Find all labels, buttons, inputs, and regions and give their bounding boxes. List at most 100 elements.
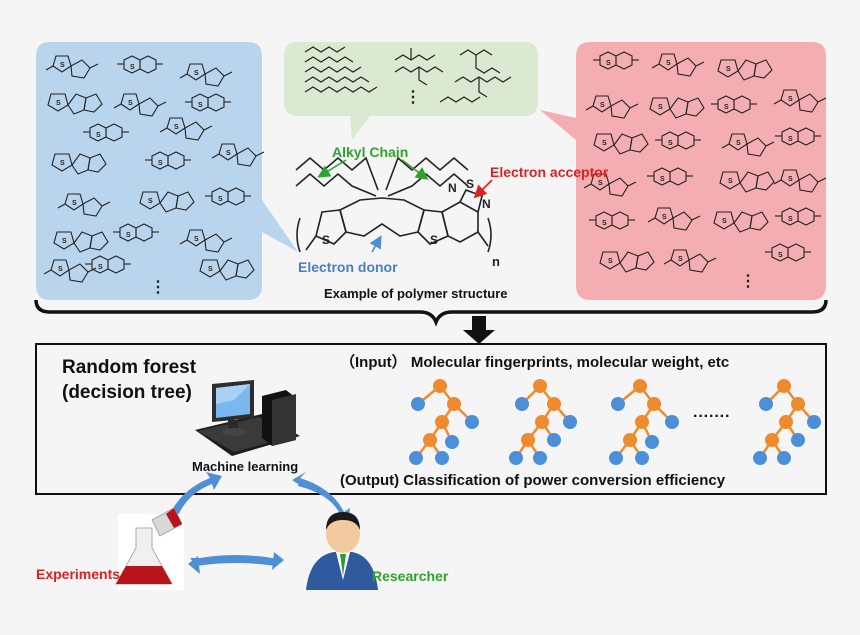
molecule-sketch: S [43, 259, 97, 283]
molecule-sketch: S [179, 63, 233, 87]
molecule-sketch: S [775, 207, 821, 226]
model-title-line1: Random forest [62, 357, 197, 378]
tree-node [447, 397, 461, 411]
svg-text:S: S [96, 132, 101, 139]
svg-text:S: S [130, 64, 135, 71]
tree-node [521, 433, 535, 447]
tree-node [753, 451, 767, 465]
tree-node [533, 451, 547, 465]
decision-tree-3 [609, 379, 679, 465]
molecule-sketch: S [51, 153, 107, 175]
molecule-sketch: S [713, 211, 769, 233]
down-arrow [463, 316, 495, 344]
tree-node [645, 435, 659, 449]
svg-text:S: S [208, 266, 213, 273]
svg-text:S: S [662, 214, 667, 221]
researcher-label: Researcher [372, 568, 449, 584]
molecule-sketch: S [145, 151, 191, 170]
molecule-sketch: S [775, 127, 821, 146]
svg-text:S: S [728, 178, 733, 185]
tree-node [411, 397, 425, 411]
molecule-sketch: S [57, 193, 111, 217]
tree-node [433, 379, 447, 393]
tree-node [765, 433, 779, 447]
molecule-sketch: S [199, 259, 255, 281]
more-molecules-dots: ⋮ [740, 273, 756, 290]
svg-text:S: S [722, 218, 727, 225]
tree-node [611, 397, 625, 411]
svg-text:S: S [666, 60, 671, 67]
molecule-sketch: S [113, 223, 159, 242]
molecule-sketch: S [589, 211, 635, 230]
svg-text:S: S [788, 96, 793, 103]
tree-node [635, 451, 649, 465]
input-text: （Input） Molecular fingerprints, molecula… [340, 354, 730, 371]
svg-text:S: S [174, 124, 179, 131]
tree-node [791, 433, 805, 447]
polymer-repeat-n: n [492, 254, 500, 269]
svg-text:S: S [606, 60, 611, 67]
svg-text:S: S [194, 236, 199, 243]
acceptor-arrow [473, 179, 493, 199]
molecule-sketch: S [721, 133, 775, 157]
tree-node [423, 433, 437, 447]
svg-text:S: S [658, 104, 663, 111]
molecule-sketch: S [179, 229, 233, 253]
alkyl-panel: ⋮ [284, 42, 538, 140]
polymer-s-top: S [466, 177, 474, 191]
svg-text:S: S [724, 104, 729, 111]
molecule-sketch: S [719, 171, 775, 193]
alkyl-arrow-left [317, 159, 347, 178]
researcher-illustration [306, 512, 378, 590]
experiments-label: Experiments [36, 566, 121, 582]
molecule-sketch: S [655, 131, 701, 150]
molecule-sketch: S [117, 55, 163, 74]
molecule-sketch: S [113, 93, 167, 117]
molecule-sketch: S [599, 251, 655, 273]
alkyl-dots: ⋮ [405, 89, 421, 106]
molecule-sketch: S [83, 123, 129, 142]
molecule-sketch: S [185, 93, 231, 112]
tree-node [533, 379, 547, 393]
tree-node [515, 397, 529, 411]
tree-node [445, 435, 459, 449]
alkyl-chains [304, 46, 512, 103]
svg-text:S: S [778, 252, 783, 259]
model-title-line2: (decision tree) [62, 382, 192, 403]
svg-text:S: S [668, 140, 673, 147]
svg-text:S: S [60, 160, 65, 167]
molecule-sketch: S [773, 89, 827, 113]
svg-text:S: S [218, 196, 223, 203]
svg-text:S: S [598, 180, 603, 187]
svg-text:S: S [602, 220, 607, 227]
svg-text:S: S [736, 140, 741, 147]
tree-node [777, 379, 791, 393]
decision-trees [409, 379, 821, 465]
svg-text:S: S [198, 102, 203, 109]
tree-node [623, 433, 637, 447]
svg-text:S: S [98, 264, 103, 271]
polymer-s-left: S [322, 233, 330, 247]
molecule-sketch: S [649, 97, 705, 119]
tree-node [547, 433, 561, 447]
molecule-sketch: S [647, 167, 693, 186]
tree-node [547, 397, 561, 411]
molecule-sketch: S [717, 59, 773, 81]
svg-text:S: S [788, 176, 793, 183]
tree-node [779, 415, 793, 429]
svg-text:S: S [148, 198, 153, 205]
polymer-structure [295, 156, 492, 253]
svg-text:S: S [608, 258, 613, 265]
molecule-sketch: S [663, 249, 717, 273]
polymer-n-right: N [482, 197, 491, 211]
grouping-bracket [34, 299, 828, 327]
svg-text:S: S [602, 140, 607, 147]
tree-node [633, 379, 647, 393]
svg-text:S: S [660, 176, 665, 183]
molecule-sketch: S [47, 93, 103, 115]
polymer-caption: Example of polymer structure [324, 286, 508, 301]
